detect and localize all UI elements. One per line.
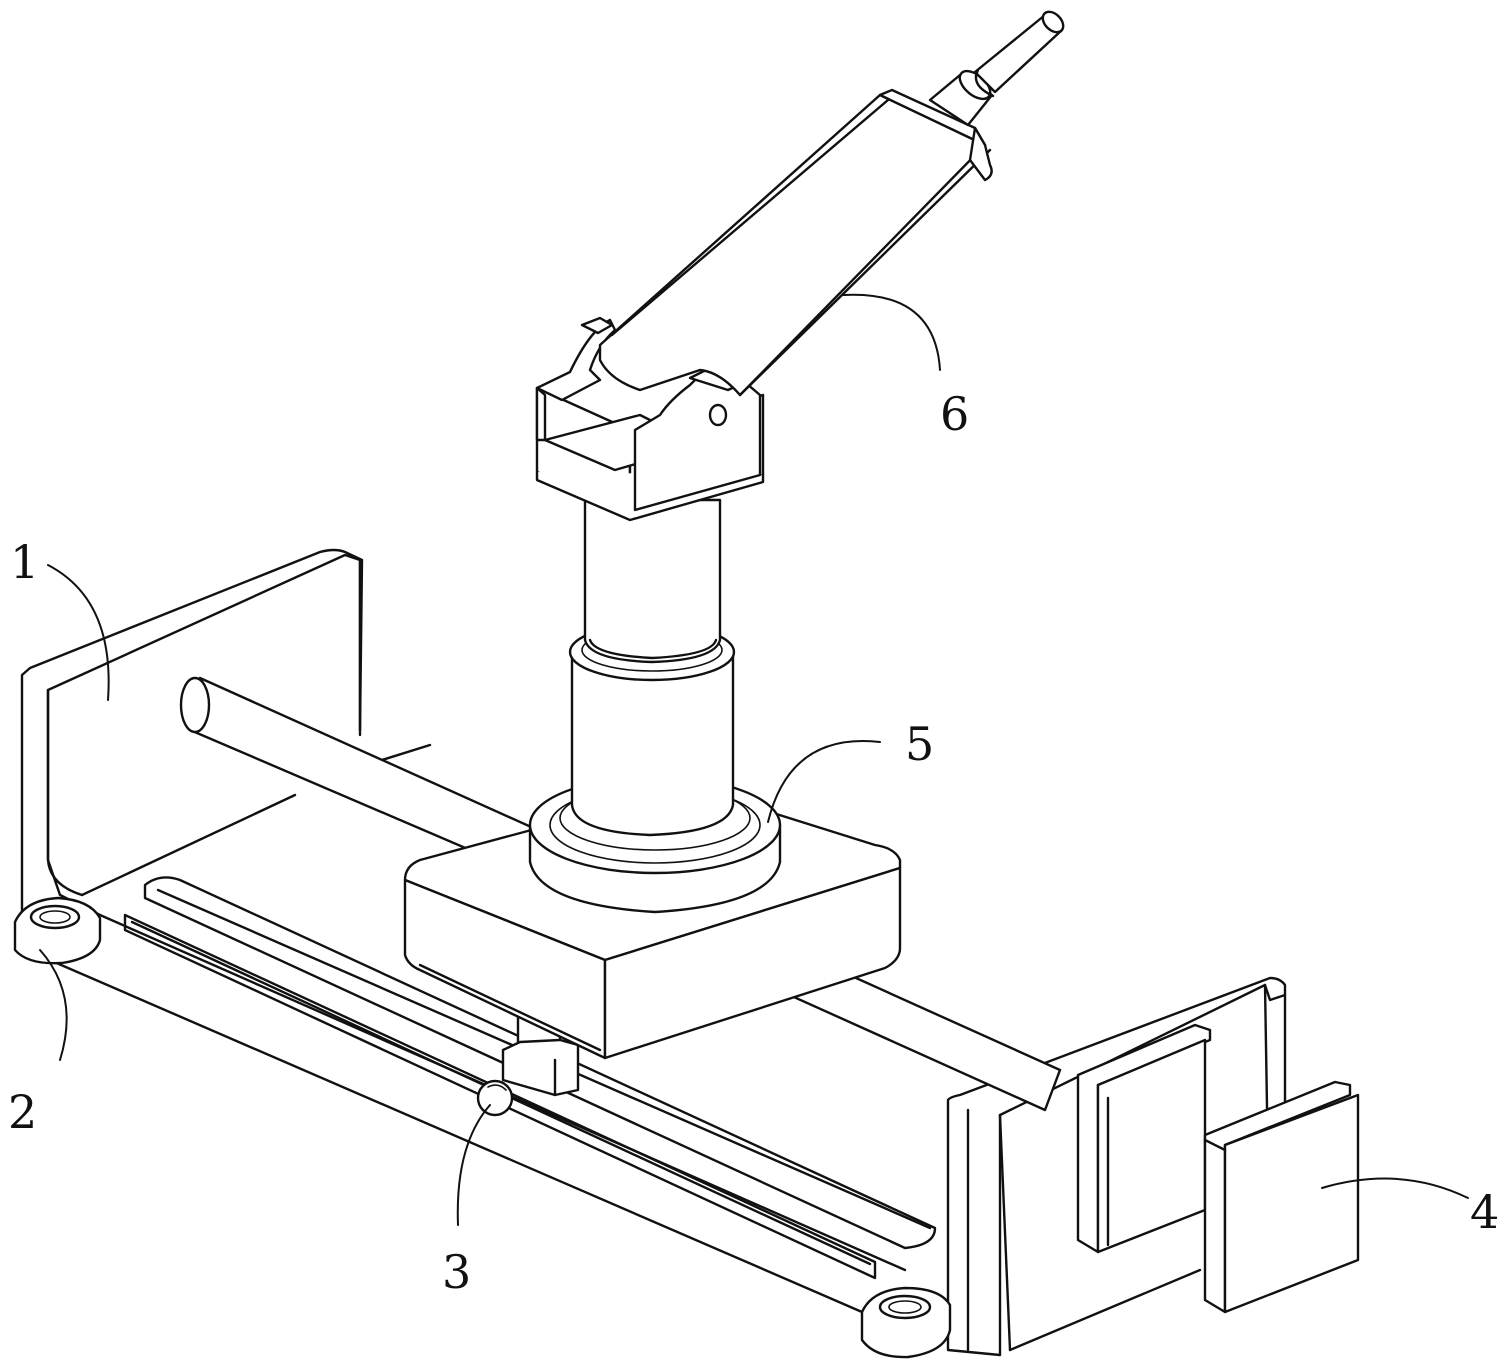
- label-6: 6: [940, 387, 969, 441]
- leader-lines: [40, 295, 1468, 1225]
- clevis-bracket: [537, 318, 763, 520]
- leader-3: [458, 1105, 490, 1225]
- mount-ear-left: [15, 898, 100, 963]
- leader-6: [843, 295, 940, 370]
- cylinder: [600, 8, 1067, 395]
- leader-2: [40, 950, 67, 1060]
- leader-4: [1322, 1179, 1468, 1198]
- mount-ear-right: [862, 1288, 950, 1357]
- frame-track: [145, 877, 935, 1248]
- label-4: 4: [1470, 1185, 1499, 1239]
- leader-5: [768, 741, 880, 822]
- part-labels: 1 2 3 4 5 6: [8, 387, 1499, 1299]
- label-2: 2: [8, 1085, 37, 1139]
- leader-1: [48, 565, 109, 700]
- motor: [1078, 1025, 1358, 1312]
- label-1: 1: [10, 535, 39, 589]
- label-5: 5: [905, 717, 934, 771]
- frame-floor-back-edge: [82, 795, 295, 895]
- frame-slot: [125, 915, 875, 1278]
- label-3: 3: [442, 1245, 471, 1299]
- frame-front-edge: [38, 955, 862, 1312]
- vertical-column: [570, 500, 734, 835]
